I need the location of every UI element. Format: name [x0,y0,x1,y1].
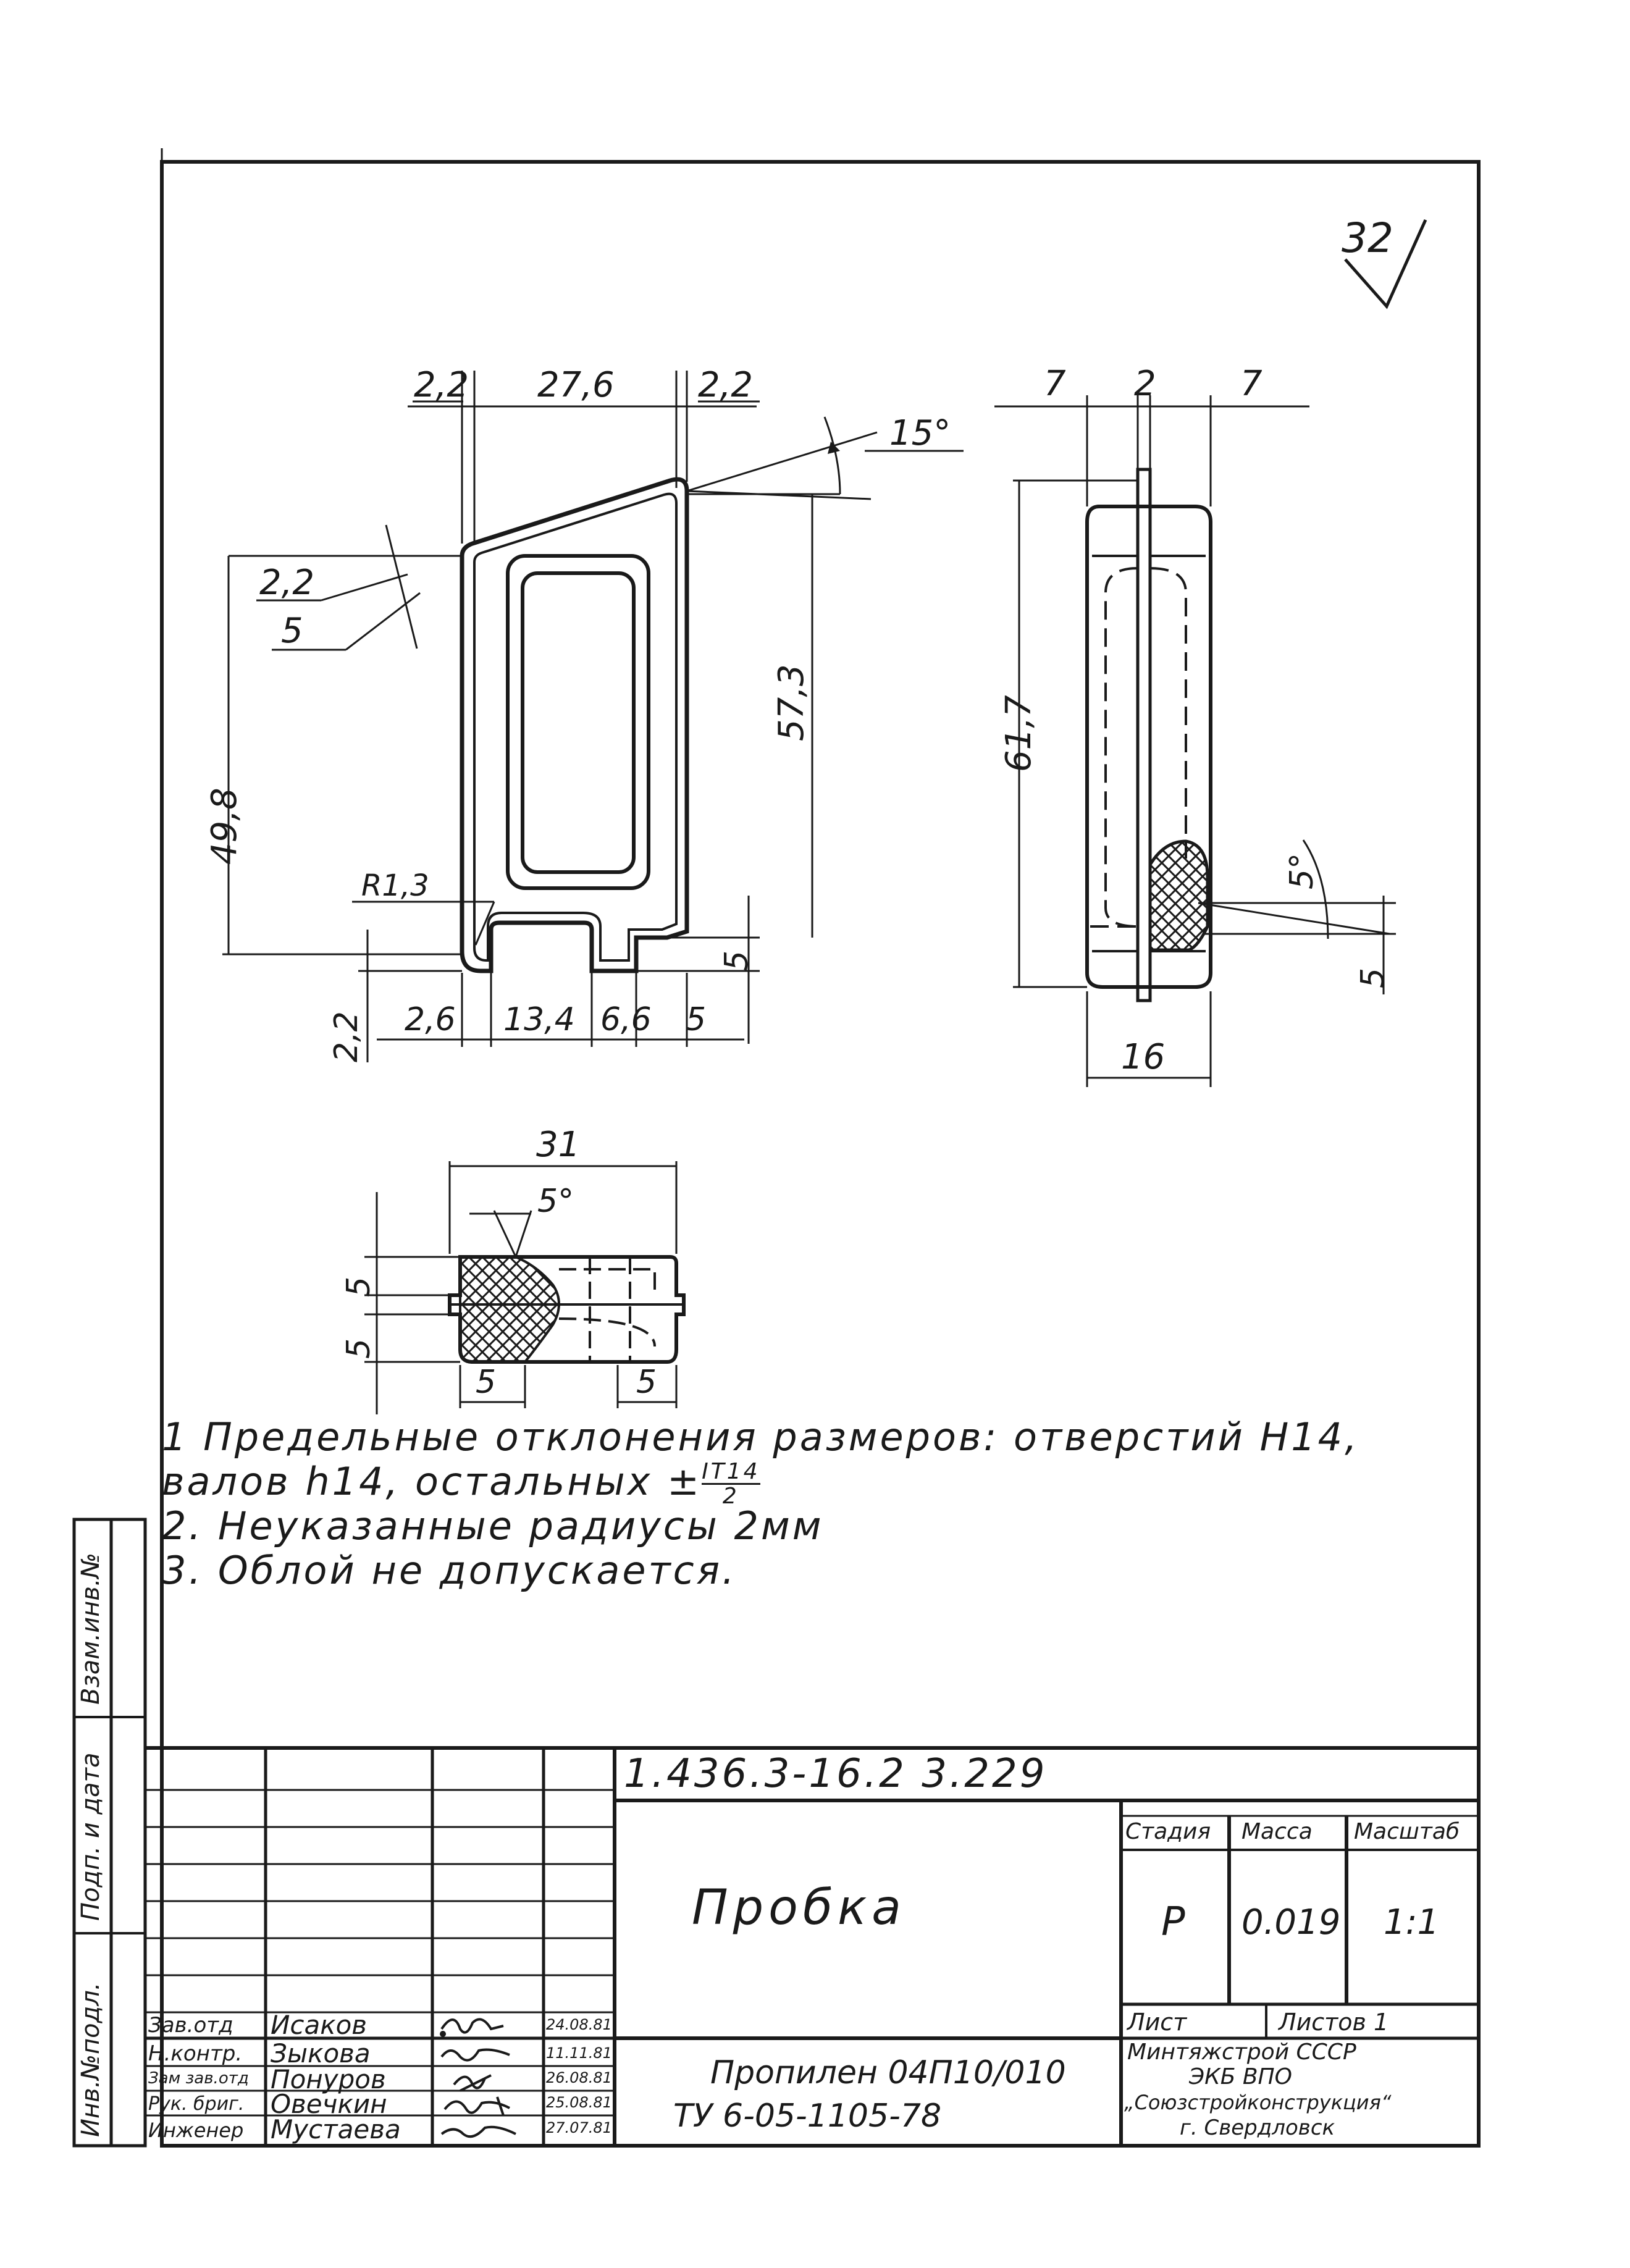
svg-text:2,2: 2,2 [328,1011,365,1062]
svg-text:5: 5 [340,1277,377,1297]
mass-value: 0.019 [1241,1902,1341,1942]
svg-text:2,2: 2,2 [698,365,753,405]
sig-role-5: Инженер [148,2119,244,2142]
roughness-mark: 32 [1342,214,1427,309]
sig-role-2: Н.контр. [148,2041,243,2066]
svg-text:7: 7 [1044,364,1066,404]
signature-marks [440,2018,516,2138]
org-line-3: „Союзстройконструкция“ [1124,2091,1392,2114]
part-name: Пробка [692,1880,906,1936]
svg-text:15°: 15° [889,413,951,453]
side-label-replace: Взам.инв.№ [77,1553,105,1705]
note-2: 2. Неуказанные радиусы 2мм [162,1503,824,1548]
sig-role-4: Рук. бриг. [148,2093,245,2115]
stage-header: Стадия [1125,1819,1211,1844]
svg-text:2: 2 [1134,364,1156,404]
svg-text:5°: 5° [537,1183,574,1220]
sheet-frame [160,160,1481,2148]
scale-value: 1:1 [1384,1902,1440,1942]
sig-date-2: 11.11.81 [546,2044,612,2062]
stage-value: Р [1161,1899,1185,1945]
svg-text:R1,3: R1,3 [361,868,429,903]
sig-name-5: Мустаева [271,2114,401,2144]
side-label-inv: Инв.№подл. [77,1982,105,2137]
svg-text:5: 5 [476,1364,496,1401]
fraction-numerator: IT14 [702,1458,760,1485]
note-3: 3. Облой не допускается. [162,1548,737,1593]
org-line-1: Минтяжстрой СССР [1127,2039,1356,2065]
material-line-1: Пропилен 04П10/010 [710,2054,1066,2091]
material-line-2: ТУ 6-05-1105-78 [673,2098,942,2135]
sig-date-5: 27.07.81 [546,2119,612,2136]
side-view: 7 2 7 61,7 16 5° 5 [994,364,1396,1087]
fraction-denominator: 2 [722,1484,739,1510]
svg-text:49,8: 49,8 [204,788,245,865]
document-code: 1.436.3-16.2 3.229 [624,1751,1048,1797]
bottom-view: 31 5° 5 5 5 5 [340,1125,686,1414]
note-1-text: валов h14, остальных ± [162,1459,702,1504]
svg-text:31: 31 [536,1125,580,1165]
svg-text:16: 16 [1121,1037,1165,1077]
svg-text:6,6: 6,6 [600,1001,652,1038]
sheets-label: Листов 1 [1279,2009,1389,2036]
sig-date-3: 26.08.81 [546,2069,612,2086]
sig-name-2: Зыкова [271,2038,371,2068]
front-view: 2,2 27,6 2,2 15° 2,2 5 49,8 57,3 R1,3 [204,365,964,1062]
svg-text:7: 7 [1240,364,1262,404]
svg-text:5: 5 [718,951,755,971]
mass-header: Масса [1241,1819,1313,1844]
svg-text:2,2: 2,2 [414,365,469,405]
scale-header: Масштаб [1354,1819,1460,1844]
org-line-4: г. Свердловск [1180,2115,1335,2140]
svg-text:61,7: 61,7 [999,695,1039,772]
title-block [72,1518,1479,2148]
svg-text:27,6: 27,6 [537,365,615,405]
svg-text:5°: 5° [1283,853,1321,889]
svg-text:32: 32 [1342,214,1393,262]
sig-role-3: Зам зав.отд [148,2069,249,2088]
svg-text:5: 5 [1355,968,1392,988]
svg-text:2,6: 2,6 [405,1001,456,1038]
svg-text:5: 5 [686,1001,706,1038]
sig-name-1: Исаков [271,2010,368,2040]
svg-text:57,3: 57,3 [771,664,812,741]
note-1: 1 Предельные отклонения размеров: отверс… [162,1414,1359,1460]
side-label-sign: Подп. и дата [77,1753,105,1921]
sig-date-1: 24.08.81 [546,2016,612,2033]
org-line-2: ЭКБ ВПО [1189,2064,1292,2090]
svg-text:2,2: 2,2 [259,563,314,603]
svg-text:5: 5 [340,1338,377,1359]
sig-name-3: Понуров [271,2064,386,2094]
sheet-label: Лист [1127,2009,1187,2036]
svg-text:5: 5 [636,1364,657,1401]
sig-date-4: 25.08.81 [546,2094,612,2111]
sig-role-1: Зав.отд [148,2013,233,2038]
svg-text:13,4: 13,4 [503,1001,575,1038]
svg-text:5: 5 [281,611,303,651]
sig-name-4: Овечкин [271,2089,387,2119]
